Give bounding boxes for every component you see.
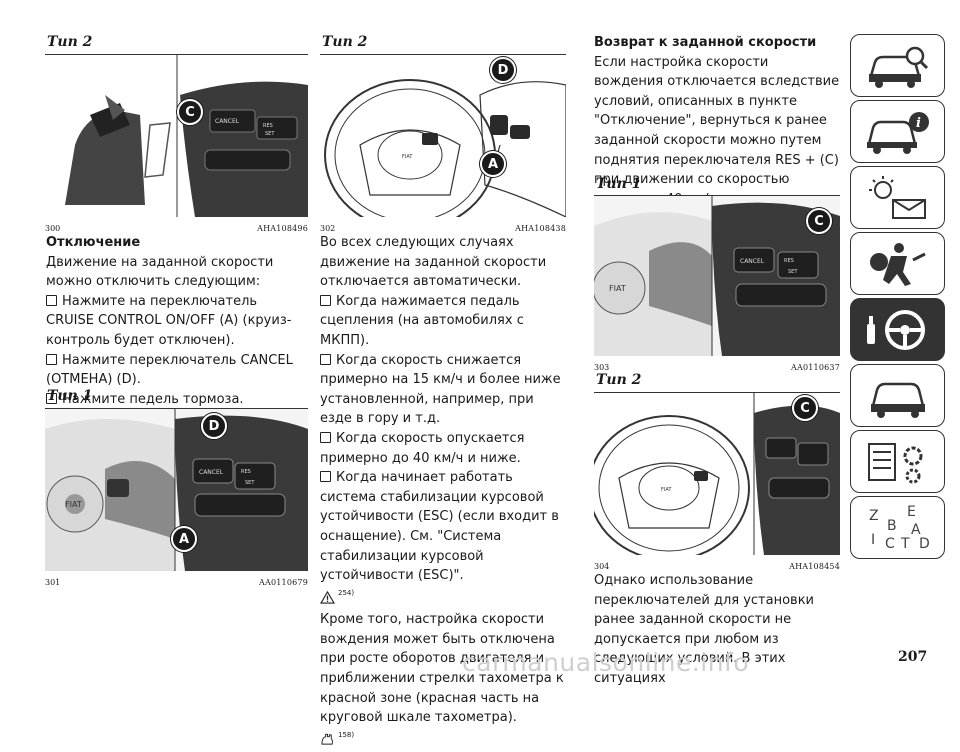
chapter-tab-steering-key[interactable]	[850, 298, 945, 361]
figure-303: FIAT CANCEL RES SET C 303 AA0110637	[592, 195, 840, 372]
svg-text:D: D	[919, 536, 930, 552]
figure-code: AA0110637	[791, 363, 840, 372]
figure-caption: 303 AA0110637	[594, 363, 840, 372]
figure-number: 301	[45, 578, 61, 587]
bullet-item: Нажмите на переключатель CRUISE CONTROL …	[46, 292, 308, 351]
warning-triangle-icon	[320, 590, 335, 604]
figure-caption: 304 AHA108454	[594, 562, 840, 571]
svg-text:FIAT: FIAT	[609, 284, 626, 293]
callout-badge-d: D	[201, 413, 227, 439]
chapter-tab-specs[interactable]	[850, 430, 945, 493]
callout-badge-c: C	[792, 395, 818, 421]
type-label: Тип 2	[47, 34, 93, 50]
steering-wheel-illustration: FIAT	[324, 79, 567, 231]
caution-reference: 158)	[320, 728, 354, 746]
type-label: Тип 1	[47, 388, 93, 404]
steering-wheel-illustration: FIAT	[588, 393, 840, 561]
callout-badge-a: A	[480, 151, 506, 177]
type-label: Тип 2	[322, 34, 368, 50]
svg-text:C: C	[885, 536, 895, 552]
figure-code: AHA108454	[789, 562, 840, 571]
set-label: SET	[265, 131, 275, 137]
svg-text:I: I	[871, 532, 875, 548]
figure-300: CANCEL RES SET C 300 AHA108496	[45, 54, 308, 233]
set-label: SET	[788, 269, 798, 275]
paragraph: Движение на заданной скорости можно откл…	[46, 254, 274, 290]
watermark: carmanualsonline.info	[462, 648, 750, 677]
figure-304: FIAT C 304 AHA108454	[588, 392, 840, 571]
figure-code: AHA108438	[515, 224, 566, 233]
figure-301: FIAT CANCEL RES SET D A 301 AA0110679	[45, 408, 308, 587]
figure-caption: 301 AA0110679	[45, 578, 308, 587]
cancel-label: CANCEL	[199, 469, 224, 476]
airbag-person-icon	[869, 242, 926, 286]
steering-key-icon	[866, 309, 925, 350]
chapter-tab-airbag[interactable]	[850, 232, 945, 295]
svg-text:Z: Z	[869, 508, 879, 524]
figure-number: 304	[594, 562, 610, 571]
figure-number: 303	[594, 363, 610, 372]
svg-text:T: T	[900, 536, 910, 552]
car-search-icon	[868, 46, 928, 88]
bullet-item: Нажмите переключатель CANCEL (ОТМЕНА) (D…	[46, 351, 308, 390]
figure-code: AA0110679	[259, 578, 308, 587]
section-heading-disable: Отключение	[46, 235, 141, 250]
svg-text:FIAT: FIAT	[65, 500, 82, 509]
cancel-label: CANCEL	[740, 258, 765, 265]
car-info-icon: i	[866, 111, 929, 154]
steering-switch-illustration: FIAT CANCEL RES SET	[592, 196, 840, 356]
col1-text: Отключение Движение на заданной скорости…	[46, 233, 308, 409]
type-label: Тип 1	[596, 176, 642, 192]
specs-gear-icon	[867, 442, 922, 483]
bullet-item: Когда нажимается педаль сцепления (на ав…	[320, 292, 568, 351]
section-heading-resume: Возврат к заданной скорости	[594, 35, 817, 50]
figure-302: FIAT D A 302 AHA108438	[320, 54, 567, 233]
bullet-item: Когда скорость опускается примерно до 40…	[320, 429, 568, 468]
figure-number: 300	[45, 224, 61, 233]
set-label: SET	[245, 480, 255, 486]
chapter-tab-car-info[interactable]: i	[850, 100, 945, 163]
page-number: 207	[898, 649, 928, 665]
res-label: RES	[263, 123, 273, 129]
steering-switch-illustration: FIAT CANCEL RES SET	[45, 409, 308, 571]
figure-code: AHA108496	[257, 224, 308, 233]
cruise-lever-illustration: CANCEL RES SET	[65, 55, 308, 218]
svg-text:A: A	[911, 522, 921, 538]
svg-text:FIAT: FIAT	[661, 487, 672, 493]
svg-text:B: B	[887, 518, 897, 534]
paragraph: Однако использование переключателей для …	[594, 573, 815, 686]
col3-text-bottom: Однако использование переключателей для …	[594, 571, 840, 689]
res-label: RES	[784, 258, 794, 264]
warning-lights-icon	[868, 175, 926, 219]
type-label: Тип 2	[596, 372, 642, 388]
caution-hand-icon	[321, 733, 333, 745]
callout-badge-c: C	[177, 99, 203, 125]
svg-text:E: E	[907, 504, 916, 520]
figure-number: 302	[320, 224, 336, 233]
paragraph: Во всех следующих случаях движение на за…	[320, 235, 547, 290]
callout-badge-d: D	[490, 57, 516, 83]
figure-caption: 302 AHA108438	[320, 224, 566, 233]
chapter-tab-car-service[interactable]	[850, 364, 945, 427]
warning-number: 254)	[338, 589, 355, 598]
bullet-item: Нажмите педель тормоза.	[46, 390, 308, 410]
caution-number: 158)	[338, 731, 355, 740]
bullet-item: Когда скорость снижается примерно на 15 …	[320, 351, 568, 429]
callout-badge-a: A	[171, 526, 197, 552]
warning-reference: 254)	[320, 586, 354, 604]
callout-badge-c: C	[806, 208, 832, 234]
col2-text: Во всех следующих случаях движение на за…	[320, 233, 568, 752]
chapter-tab-car-search[interactable]	[850, 34, 945, 97]
bullet-item: Когда начинает работать система стабилиз…	[320, 468, 568, 586]
figure-caption: 300 AHA108496	[45, 224, 308, 233]
svg-text:i: i	[916, 116, 921, 131]
chapter-tab-warning-lights[interactable]	[850, 166, 945, 229]
cancel-label: CANCEL	[215, 118, 240, 125]
car-service-icon	[870, 382, 925, 418]
svg-text:FIAT: FIAT	[402, 154, 413, 160]
res-label: RES	[241, 469, 251, 475]
